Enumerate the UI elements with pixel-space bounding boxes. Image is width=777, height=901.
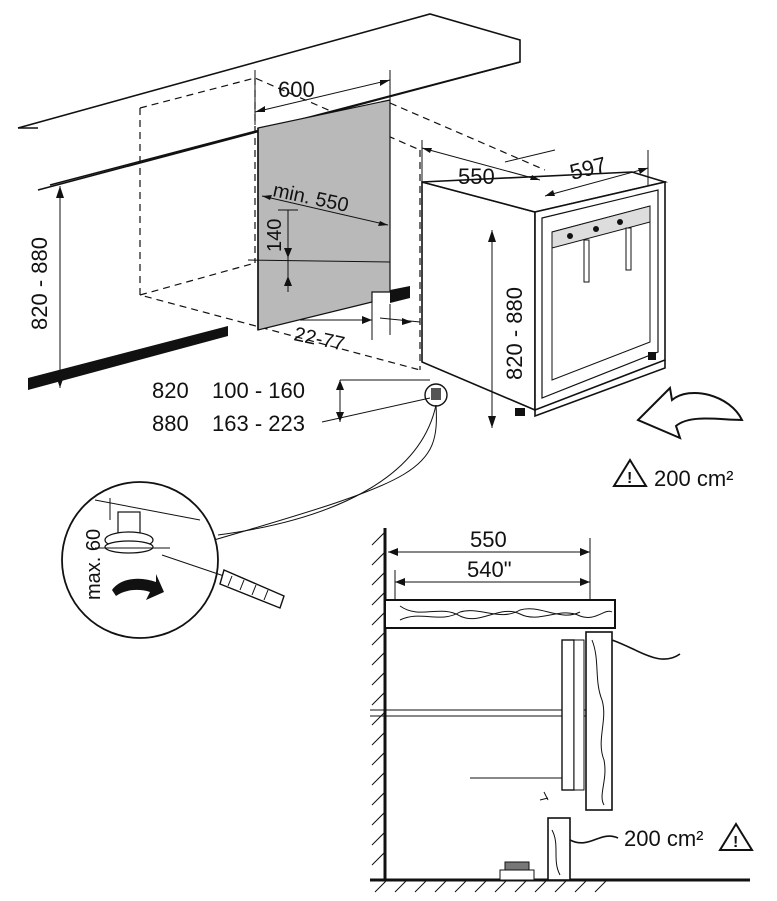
section-drawing: 550 540" <box>370 527 750 893</box>
wall-hatching <box>371 531 386 866</box>
dim-appliance-height: 820 - 880 <box>488 230 527 428</box>
rotate-arrow-icon <box>112 574 164 600</box>
detail-adjust-label: max. 60 <box>83 529 105 600</box>
table-row1-height: 820 <box>152 378 189 403</box>
svg-text:!: ! <box>733 834 738 851</box>
niche-back-panel <box>257 99 391 331</box>
table-row1-range: 100 - 160 <box>212 378 305 403</box>
dim-niche-width: 600 <box>254 70 391 125</box>
appliance-body <box>421 171 669 418</box>
section-depth-540-label: 540" <box>467 557 512 582</box>
foot-detail-marker <box>321 379 448 423</box>
niche-width-label: 600 <box>278 77 315 102</box>
ventilation-bottom: 200 cm² ! <box>624 822 754 851</box>
plinth-bars <box>28 286 410 390</box>
svg-text:!: ! <box>627 470 632 487</box>
table-row2-range: 163 - 223 <box>212 411 305 436</box>
ventilation-bottom-label: 200 cm² <box>624 826 703 851</box>
airflow-arrow-icon <box>636 385 744 440</box>
dim-appliance-depth: 550 <box>421 140 541 189</box>
height-table: 820 100 - 160 880 163 - 223 <box>152 378 305 436</box>
foot-detail: max. 60 <box>61 404 437 639</box>
warning-triangle-icon: ! <box>718 822 754 851</box>
plinth-range-label: 22-77 <box>292 323 347 355</box>
niche-height-label: 820 - 880 <box>27 237 52 330</box>
screwdriver-icon <box>161 554 285 609</box>
warning-triangle-icon: ! <box>612 458 648 487</box>
appliance-depth-label: 550 <box>458 164 495 189</box>
section-depth-550-label: 550 <box>470 527 507 552</box>
appliance-height-label: 820 - 880 <box>502 287 527 380</box>
table-row2-height: 880 <box>152 411 189 436</box>
ventilation-top: ! 200 cm² <box>612 458 733 491</box>
dim-cutout-140: 140 <box>247 209 391 292</box>
dim-niche-height: 820 - 880 <box>27 186 64 388</box>
ventilation-top-label: 200 cm² <box>654 466 733 491</box>
cutout-140-label: 140 <box>264 219 286 252</box>
